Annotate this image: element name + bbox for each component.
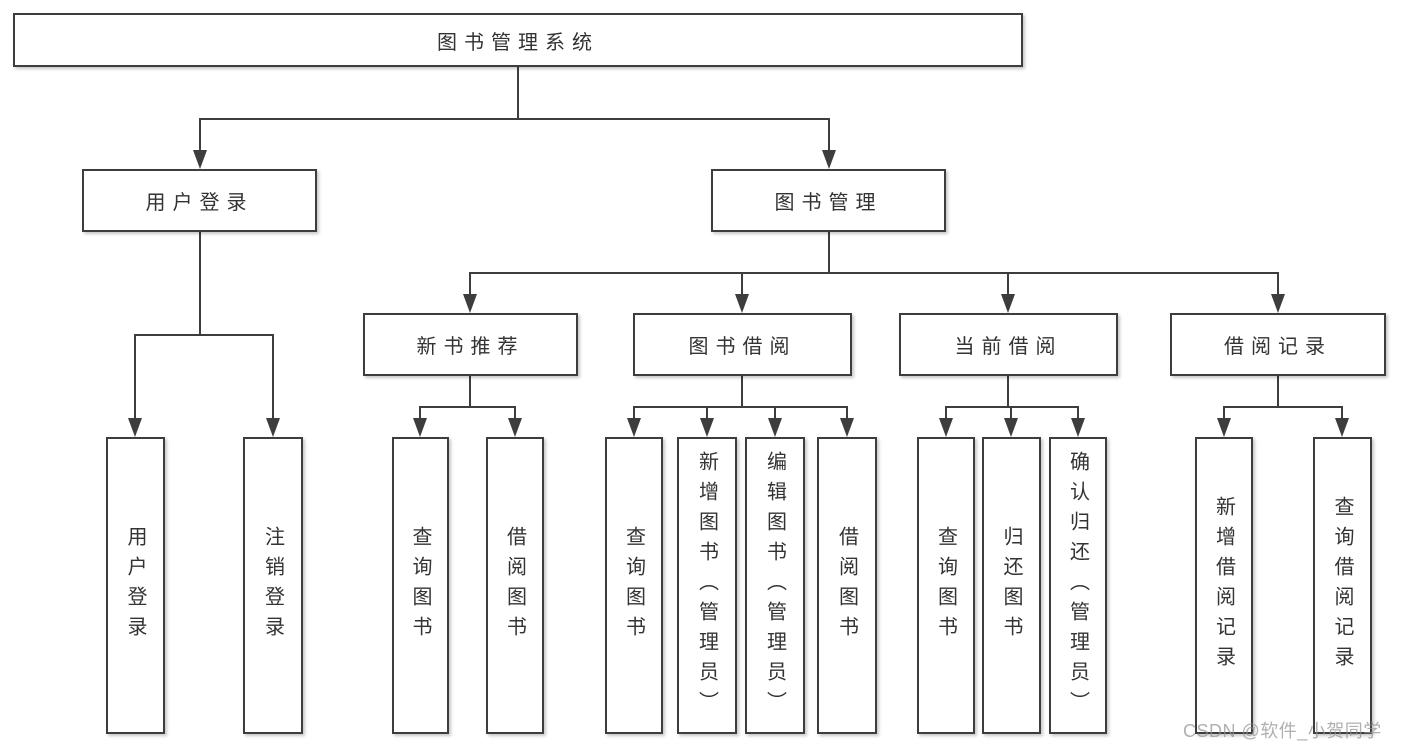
- arrow-down-icon: [768, 418, 782, 437]
- connector-line: [469, 272, 1279, 300]
- connector-line: [1223, 406, 1343, 424]
- leaf-label: 新增借阅记录: [1212, 495, 1235, 676]
- leaf-query-books-recommend: 查询图书: [392, 437, 449, 734]
- leaf-label: 新增图书（管理员）: [695, 450, 718, 721]
- arrow-down-icon: [1004, 418, 1018, 437]
- arrow-down-icon: [463, 294, 477, 313]
- leaf-borrow-books-recommend: 借阅图书: [486, 437, 544, 734]
- leaf-label: 查询图书: [934, 525, 957, 646]
- arrow-down-icon: [1271, 294, 1285, 313]
- leaf-query-books-borrow: 查询图书: [605, 437, 663, 734]
- connector-line: [419, 406, 516, 424]
- leaf-edit-book-admin: 编辑图书（管理员）: [745, 437, 805, 734]
- arrow-down-icon: [508, 418, 522, 437]
- node-current-borrow: 当前借阅: [899, 313, 1118, 376]
- leaf-confirm-return-admin: 确认归还（管理员）: [1049, 437, 1107, 734]
- node-book-management: 图书管理: [711, 169, 946, 232]
- leaf-label: 确认归还（管理员）: [1066, 450, 1089, 721]
- leaf-borrow-books: 借阅图书: [817, 437, 877, 734]
- leaf-label: 查询借阅记录: [1331, 495, 1353, 676]
- node-new-book-recommend: 新书推荐: [363, 313, 578, 376]
- leaf-return-book: 归还图书: [982, 437, 1041, 734]
- arrow-down-icon: [193, 150, 207, 169]
- connector-line: [199, 118, 830, 156]
- arrow-down-icon: [1001, 294, 1015, 313]
- arrow-down-icon: [1071, 418, 1085, 437]
- arrow-down-icon: [939, 418, 953, 437]
- arrow-down-icon: [413, 418, 427, 437]
- leaf-label: 借阅图书: [503, 525, 526, 646]
- arrow-down-icon: [735, 294, 749, 313]
- node-borrow-records: 借阅记录: [1170, 313, 1386, 376]
- leaf-label: 归还图书: [1000, 525, 1022, 646]
- connector-line: [134, 334, 274, 424]
- arrow-down-icon: [627, 418, 641, 437]
- connector-line: [633, 406, 848, 424]
- arrow-down-icon: [840, 418, 854, 437]
- arrow-down-icon: [822, 150, 836, 169]
- arrow-down-icon: [700, 418, 714, 437]
- leaf-label: 用户登录: [124, 525, 146, 646]
- node-library-management-system: 图书管理系统: [13, 13, 1023, 67]
- leaf-query-borrow-record: 查询借阅记录: [1313, 437, 1372, 734]
- arrow-down-icon: [128, 418, 142, 437]
- leaf-label: 借阅图书: [835, 525, 858, 646]
- leaf-label: 查询图书: [409, 525, 431, 646]
- arrow-down-icon: [1335, 418, 1349, 437]
- arrow-down-icon: [266, 418, 280, 437]
- watermark-text: CSDN @软件_小贺同学: [1183, 721, 1382, 741]
- leaf-label: 注销登录: [261, 525, 284, 646]
- node-book-borrow: 图书借阅: [633, 313, 852, 376]
- leaf-user-login: 用户登录: [106, 437, 165, 734]
- leaf-add-book-admin: 新增图书（管理员）: [677, 437, 737, 734]
- leaf-add-borrow-record: 新增借阅记录: [1195, 437, 1253, 734]
- node-user-login: 用户登录: [82, 169, 317, 232]
- arrow-down-icon: [1217, 418, 1231, 437]
- leaf-label: 编辑图书（管理员）: [763, 450, 786, 721]
- leaf-query-books-current: 查询图书: [917, 437, 975, 734]
- leaf-label: 查询图书: [622, 525, 645, 646]
- leaf-logout: 注销登录: [243, 437, 303, 734]
